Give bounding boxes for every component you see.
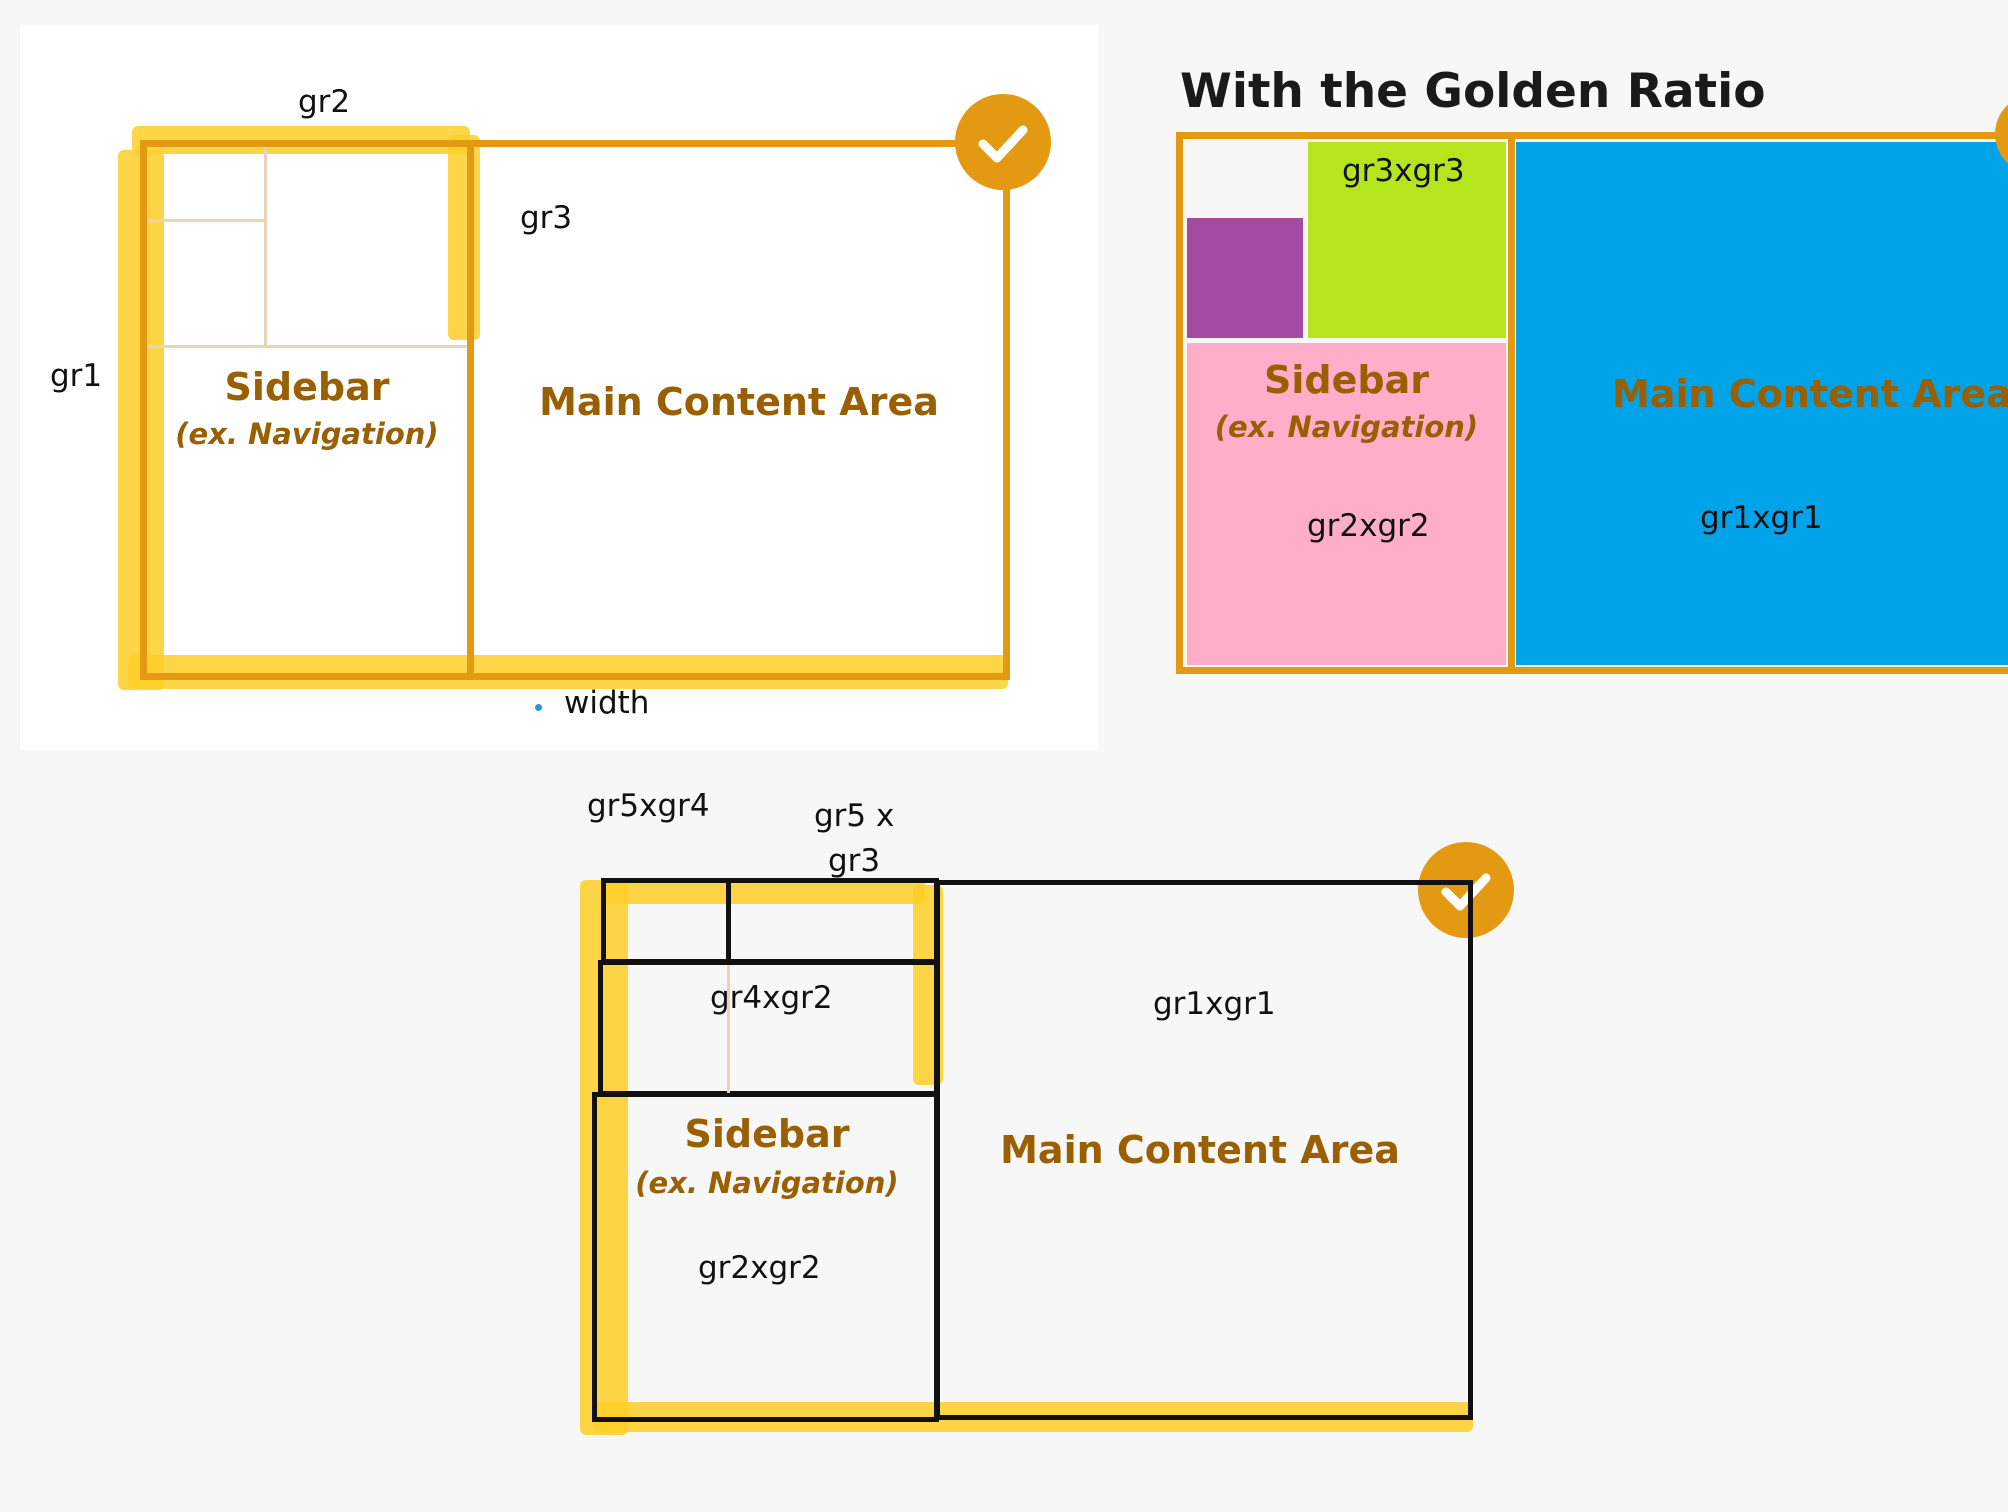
main-content-title: Main Content Area [539,380,939,424]
label-gr2xgr2-bottom: gr2xgr2 [698,1250,821,1286]
purple-square [1187,218,1303,338]
golden-frame-top [1176,132,2008,139]
pink-square [1187,343,1506,665]
box-sidebar [592,1092,939,1422]
label-gr3xgr3: gr3xgr3 [1342,153,1465,189]
sidebar-divider [467,140,474,680]
golden-frame-bottom [1176,667,2008,674]
grid-line-v3 [727,965,730,1093]
label-gr3: gr3 [520,200,573,236]
main-content-title-bottom: Main Content Area [1000,1128,1400,1172]
blue-main [1516,142,2008,665]
sidebar-title: Sidebar [224,365,390,409]
sidebar-title-bottom: Sidebar [684,1112,850,1156]
golden-sidebar-subtitle: (ex. Navigation) [1214,410,1479,444]
hl3-left [580,880,628,1435]
golden-main-title: Main Content Area [1612,372,2008,416]
golden-divider [1508,132,1515,674]
golden-frame-left [1176,132,1183,674]
label-gr4xgr2: gr4xgr2 [710,980,833,1016]
golden-ratio-heading: With the Golden Ratio [1180,64,1766,119]
grid-line-h2 [147,219,264,222]
label-gr5xgr4: gr5xgr4 [587,788,710,824]
grid-line-h1 [147,345,467,348]
highlight-right [448,135,480,340]
label-width: width [564,685,650,721]
label-gr2xgr2-golden: gr2xgr2 [1307,508,1430,544]
green-square [1308,142,1506,338]
label-gr1xgr1-bottom: gr1xgr1 [1153,986,1276,1022]
grid-line-v1 [264,147,267,345]
bullet-dot [535,704,542,711]
sidebar-subtitle-bottom: (ex. Navigation) [635,1166,899,1200]
check-icon-bottom [1418,842,1514,938]
outer-frame [140,140,1010,680]
highlight-bottom [128,655,1008,689]
label-gr1: gr1 [50,358,103,394]
label-gr3-bottom: gr3 [828,843,881,879]
golden-sidebar-title: Sidebar [1264,358,1429,402]
sidebar-subtitle: (ex. Navigation) [175,417,439,451]
box-top-small [601,878,731,964]
check-icon [955,94,1051,190]
label-gr5x: gr5 x [814,798,895,834]
label-gr1xgr1-golden: gr1xgr1 [1700,500,1823,536]
label-gr2: gr2 [298,84,351,120]
